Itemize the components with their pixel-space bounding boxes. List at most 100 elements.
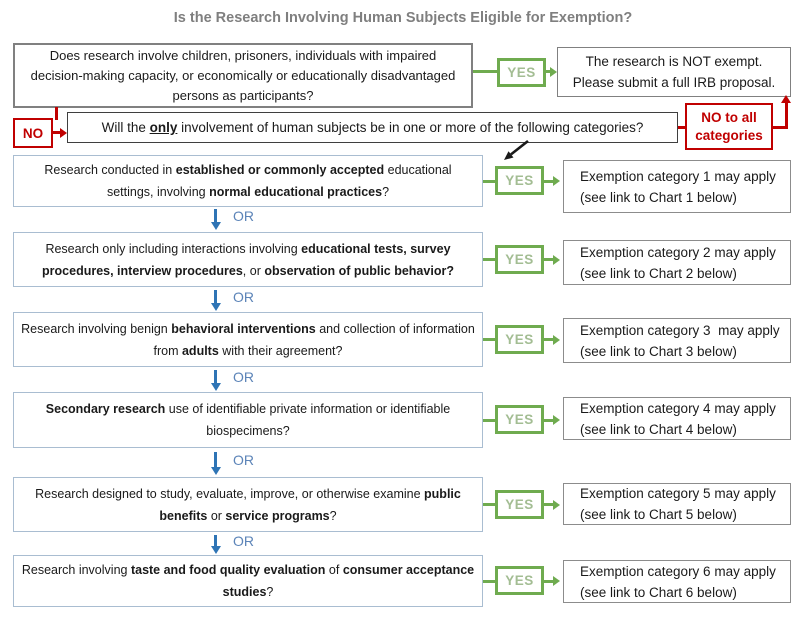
- yes-badge-4: YES: [495, 405, 544, 434]
- connector-line: [483, 258, 495, 261]
- connector-line: [483, 579, 495, 583]
- connector-line: [544, 179, 553, 183]
- yes-badge-2: YES: [495, 244, 544, 274]
- connector-line: [544, 579, 553, 583]
- yes-badge-3: YES: [495, 324, 544, 354]
- category-2-text: Research only including interactions inv…: [42, 241, 454, 278]
- yes-label: YES: [505, 331, 534, 347]
- yes-arrow-icon: [553, 499, 560, 510]
- category-4-text: Secondary research use of identifiable p…: [45, 402, 451, 438]
- yes-arrow-icon: [553, 334, 560, 345]
- category-1-text: Research conducted in established or com…: [44, 163, 452, 199]
- down-arrow-icon: [210, 303, 221, 311]
- or-label-1: OR: [233, 207, 254, 224]
- yes-label: YES: [505, 251, 534, 267]
- screening-question-text: Does research involve children, prisoner…: [30, 47, 456, 103]
- connector-line: [473, 70, 497, 73]
- or-label-4: OR: [233, 451, 254, 468]
- connector-line: [678, 126, 685, 129]
- down-arrow-icon: [210, 546, 221, 554]
- or-label-2: OR: [233, 288, 254, 305]
- exemption-3-line2: (see link to Chart 3 below): [580, 343, 737, 359]
- exemption-6-line2: (see link to Chart 6 below): [580, 584, 737, 600]
- connector-line: [214, 535, 217, 546]
- category-6-box: Research involving taste and food qualit…: [13, 555, 483, 607]
- connector-line: [773, 126, 787, 129]
- exemption-5-line1: Exemption category 5 may apply: [580, 486, 776, 501]
- exemption-3-line1: Exemption category 3 may apply: [580, 322, 780, 338]
- exemption-1-line2: (see link to Chart 1 below): [580, 189, 737, 205]
- yes-badge-6: YES: [495, 566, 544, 595]
- down-arrow-icon: [210, 467, 221, 475]
- no-label: NO: [22, 125, 44, 141]
- connector-line: [214, 290, 217, 303]
- category-1-box: Research conducted in established or com…: [13, 155, 483, 207]
- connector-line: [214, 209, 217, 222]
- category-4-box: Secondary research use of identifiable p…: [13, 392, 483, 448]
- exemption-2-line1: Exemption category 2 may apply: [580, 244, 776, 260]
- connector-line: [55, 107, 58, 120]
- exemption-6-line1: Exemption category 6 may apply: [580, 563, 776, 579]
- category-5-text: Research designed to study, evaluate, im…: [35, 486, 461, 523]
- no-to-all-categories-box: NO to all categories: [685, 103, 773, 150]
- connector-line: [544, 258, 553, 261]
- exemption-6-box: Exemption category 6 may apply (see link…: [563, 560, 791, 603]
- screening-question-box: Does research involve children, prisoner…: [13, 43, 473, 108]
- or-label-3: OR: [233, 368, 254, 385]
- yes-badge-1: YES: [495, 166, 544, 195]
- category-2-box: Research only including interactions inv…: [13, 232, 483, 287]
- yes-label: YES: [505, 573, 534, 588]
- not-exempt-text: The research is NOT exempt. Please submi…: [573, 51, 776, 93]
- exemption-5-box: Exemption category 5 may apply (see link…: [563, 483, 791, 525]
- connector-line: [214, 370, 217, 383]
- exemption-2-box: Exemption category 2 may apply (see link…: [563, 240, 791, 285]
- gateway-question-text: Will the only involvement of human subje…: [101, 120, 644, 135]
- not-exempt-box: The research is NOT exempt. Please submi…: [557, 47, 791, 97]
- gateway-question-box: Will the only involvement of human subje…: [67, 112, 678, 143]
- yes-arrow-icon: [553, 254, 560, 265]
- yes-label: YES: [505, 412, 534, 427]
- no-to-all-text: NO to all categories: [695, 109, 763, 143]
- connector-line: [545, 70, 550, 73]
- connector-line: [483, 418, 495, 422]
- yes-badge-5: YES: [495, 489, 544, 519]
- category-6-text: Research involving taste and food qualit…: [21, 563, 475, 599]
- category-3-box: Research involving benign behavioral int…: [13, 312, 483, 367]
- down-arrow-icon: [210, 383, 221, 391]
- yes-label: YES: [507, 65, 536, 80]
- exemption-2-line2: (see link to Chart 2 below): [580, 265, 737, 281]
- yes-label: YES: [505, 173, 534, 188]
- connector-line: [483, 503, 495, 506]
- not-exempt-line2: Please submit a full IRB proposal.: [572, 75, 776, 90]
- category-3-text: Research involving benign behavioral int…: [21, 321, 475, 358]
- connector-line: [544, 503, 553, 506]
- yes-badge-top: YES: [497, 58, 546, 87]
- yes-arrow-icon: [553, 576, 560, 586]
- yes-arrow-icon: [553, 415, 560, 425]
- exemption-4-line1: Exemption category 4 may apply: [580, 400, 776, 416]
- not-exempt-line1: The research is NOT exempt.: [585, 54, 763, 69]
- no-badge: NO: [13, 118, 53, 148]
- yes-arrow-icon: [550, 67, 557, 77]
- exemption-4-line2: (see link to Chart 4 below): [580, 421, 737, 437]
- exemption-4-box: Exemption category 4 may apply (see link…: [563, 397, 791, 440]
- exemption-3-box: Exemption category 3 may apply (see link…: [563, 318, 791, 363]
- connector-line: [544, 338, 553, 341]
- no-arrow-icon: [60, 128, 67, 138]
- yes-arrow-icon: [553, 176, 560, 186]
- category-5-box: Research designed to study, evaluate, im…: [13, 477, 483, 532]
- connector-line: [483, 338, 495, 341]
- down-arrow-icon: [210, 222, 221, 230]
- connector-line: [483, 179, 495, 183]
- yes-label: YES: [505, 496, 534, 512]
- up-arrow-icon: [781, 95, 791, 103]
- exemption-5-line2: (see link to Chart 5 below): [580, 507, 737, 522]
- skip-arrow-icon: [504, 139, 529, 160]
- chart-title: Is the Research Involving Human Subjects…: [173, 10, 633, 26]
- connector-line: [214, 452, 217, 467]
- connector-line: [53, 131, 61, 134]
- exemption-1-line1: Exemption category 1 may apply: [580, 168, 776, 184]
- connector-line: [785, 102, 788, 129]
- connector-line: [544, 418, 553, 422]
